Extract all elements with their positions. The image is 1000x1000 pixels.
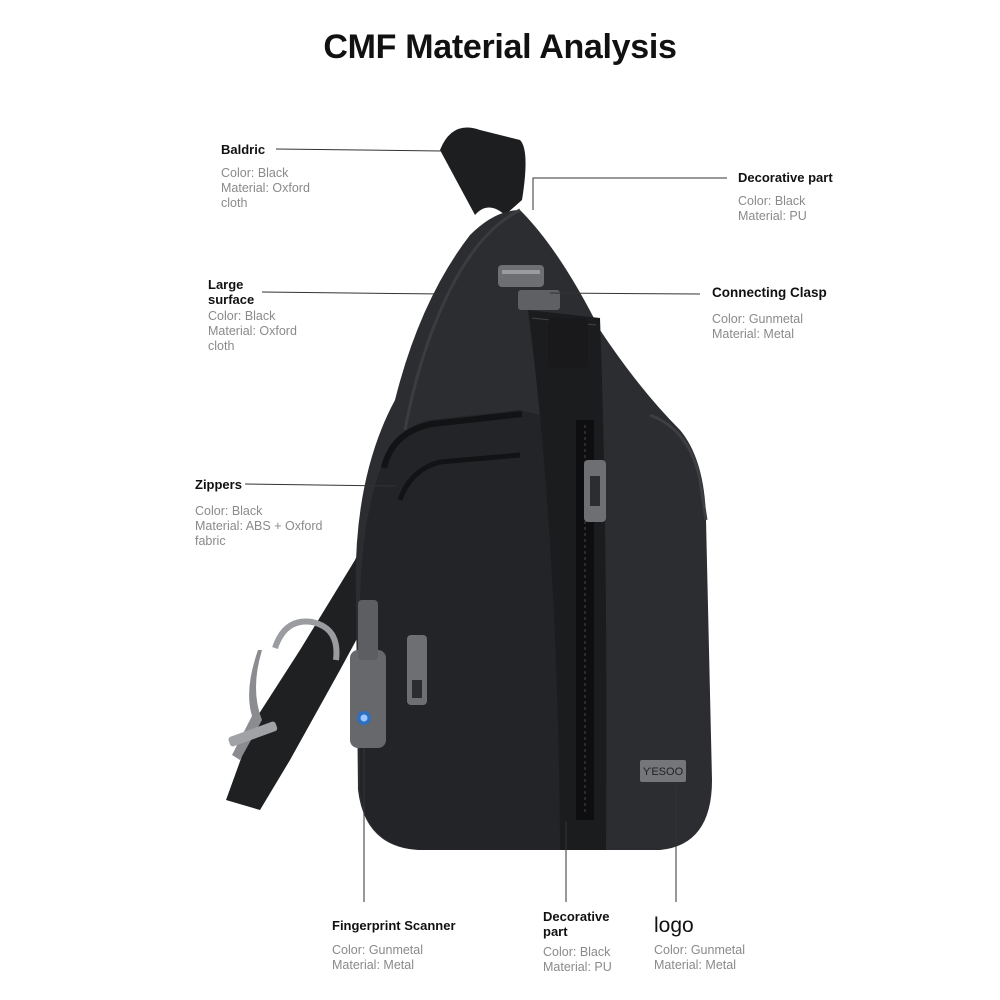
callout-color: Color: Black (195, 504, 263, 518)
callout-material: Material: PU (738, 209, 807, 223)
callout-baldric: Baldric Color: Black Material: Oxford cl… (221, 142, 310, 211)
callout-material: Material: PU (543, 960, 612, 974)
callout-color: Color: Black (221, 166, 289, 180)
leader-baldric (275, 148, 443, 152)
callout-color: Color: Black (543, 945, 611, 959)
callout-material: cloth (221, 196, 248, 210)
page-title: CMF Material Analysis (323, 28, 677, 66)
fingerprint-lock (350, 650, 386, 748)
callout-name: Zippers (195, 477, 242, 492)
callout-decorative-part-top: Decorative part Color: Black Material: P… (738, 170, 833, 224)
callout-zippers: Zippers Color: Black Material: ABS + Oxf… (195, 477, 322, 549)
callout-material: Material: ABS + Oxford (195, 519, 323, 533)
front-pocket (360, 410, 560, 850)
callout-color: Color: Black (208, 309, 276, 323)
shoulder-strap (440, 127, 526, 215)
logo-plate (640, 760, 686, 782)
callout-material: fabric (195, 534, 226, 548)
callout-name: surface (208, 292, 255, 307)
callout-material: Material: Metal (332, 958, 414, 972)
callout-name: Large (208, 277, 244, 292)
callout-material: cloth (208, 339, 235, 353)
callout-connecting-clasp: Connecting Clasp Color: Gunmetal Materia… (712, 285, 827, 342)
callout-name: Fingerprint Scanner (332, 918, 456, 933)
leader-zippers (244, 483, 397, 487)
callout-name: Decorative part (738, 170, 833, 185)
callout-decorative-part-bottom: Decorative part Color: Black Material: P… (543, 909, 612, 975)
strap-ring (272, 618, 340, 661)
callout-material: Material: Metal (712, 327, 794, 341)
callout-color: Color: Gunmetal (332, 943, 424, 957)
clasp (498, 265, 544, 287)
leader-decorative-top (532, 177, 727, 210)
callout-material: Material: Oxford (221, 181, 310, 195)
leader-clasp (549, 292, 701, 295)
callout-material: Material: Oxford (208, 324, 297, 338)
leader-large-surface (261, 291, 444, 295)
callout-fingerprint-scanner: Fingerprint Scanner Color: Gunmetal Mate… (332, 918, 456, 973)
logo-plate-text: ƳESOO (643, 766, 684, 778)
callout-name: Connecting Clasp (712, 285, 827, 300)
callout-color: Color: Gunmetal (654, 943, 746, 957)
callout-name: Decorative (543, 909, 610, 924)
callout-color: Color: Black (738, 194, 806, 208)
callout-logo: logo Color: Gunmetal Material: Metal (654, 913, 745, 973)
callout-color: Color: Gunmetal (712, 312, 804, 326)
callout-name: part (543, 924, 568, 939)
callout-large-surface: Large surface Color: Black Material: Oxf… (208, 277, 297, 354)
callout-material: Material: Metal (654, 958, 736, 972)
callout-name: logo (654, 914, 694, 937)
decorative-tab (548, 318, 588, 368)
callout-name: Baldric (221, 142, 266, 157)
